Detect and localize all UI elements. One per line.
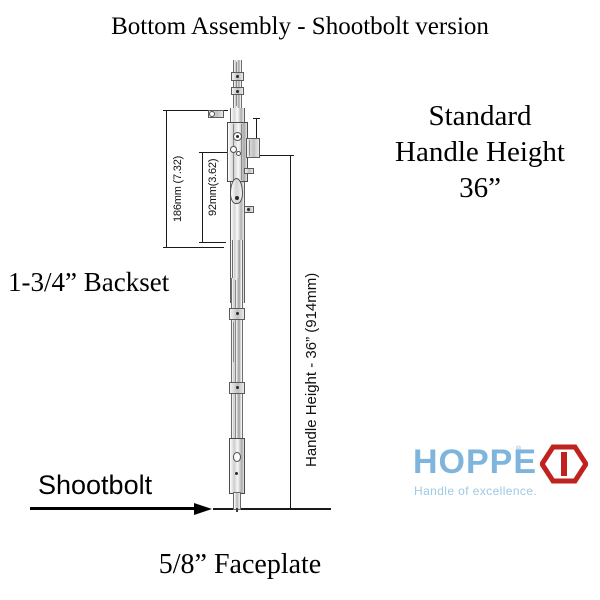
drawing-bottom-housing-port	[233, 452, 241, 462]
backset-label: 1-3/4” Backset	[8, 267, 170, 297]
dimension-tick-upper	[253, 118, 260, 119]
drawing-shootbolt-pin-tip	[236, 508, 238, 512]
right-arrow-icon	[30, 503, 215, 515]
drawing-cylinder-keyhole	[230, 178, 243, 204]
shootbolt-assembly-drawing	[200, 60, 310, 520]
drawing-spindle-center	[236, 135, 239, 138]
drawing-top-rod-line	[236, 62, 237, 106]
drawing-latch-line	[249, 140, 250, 156]
drawing-follower-circle	[230, 146, 237, 153]
dimension-line-handle-height	[290, 155, 291, 508]
arrow-head	[194, 503, 212, 515]
drawing-bottom-housing-hole	[235, 472, 238, 475]
drawing-keyhole-pin	[235, 196, 239, 200]
drawing-gearbox-line-b	[241, 124, 242, 180]
hoppe-tagline: Handle of excellence.	[414, 484, 538, 498]
drawing-top-fitting-2-hole	[236, 90, 239, 93]
hoppe-logo: HOPPE ® Handle of excellence.	[413, 444, 591, 502]
dimension-baseline	[213, 508, 331, 510]
faceplate-label: 5/8” Faceplate	[158, 549, 322, 580]
dimension-line-92	[202, 152, 203, 243]
standard-label-line3: 36”	[459, 172, 501, 204]
shootbolt-label: Shootbolt	[38, 470, 153, 500]
dimension-leader-186-top	[166, 110, 228, 111]
standard-label-line1: Standard	[428, 100, 532, 132]
dimension-text-186: 186mm (7.32)	[172, 155, 184, 222]
dimension-leader-hh-top	[256, 155, 290, 156]
drawing-follower-circle-2	[236, 151, 241, 156]
drawing-lower-cam-hole	[247, 208, 250, 211]
page-title: Bottom Assembly - Shootbolt version	[111, 13, 489, 40]
drawing-guide-bracket-upper-hole	[236, 312, 239, 315]
standard-handle-height-block: Standard Handle Height 36”	[360, 98, 600, 206]
standard-label-line2: Handle Height	[395, 136, 565, 168]
drawing-bottom-shootbolt-housing	[229, 438, 245, 494]
dimension-line-186	[166, 110, 167, 248]
hoppe-hexagon-icon	[540, 444, 588, 484]
drawing-top-fitting-hole	[236, 75, 239, 78]
drawing-guide-bracket-lower-hole	[236, 386, 239, 389]
dimension-tick-hh-top	[287, 155, 294, 156]
dimension-leader-92-top	[202, 152, 228, 153]
arrow-shaft	[30, 507, 198, 510]
dimension-leader-186-bottom	[166, 247, 224, 248]
dimension-leader-upper-vertical	[256, 118, 257, 155]
drawing-top-rod	[233, 60, 242, 108]
drawing-upper-cam-roller	[209, 111, 215, 117]
drawing-transition-rod	[232, 240, 243, 306]
hoppe-wordmark: HOPPE	[413, 443, 538, 481]
drawing-rod-slot	[233, 322, 234, 362]
drawing-keep-plate-mid	[244, 168, 254, 174]
hoppe-trademark: ®	[516, 446, 522, 453]
dimension-leader-92-bottom	[202, 242, 226, 243]
drawing-upper-cam-arm	[208, 110, 224, 118]
